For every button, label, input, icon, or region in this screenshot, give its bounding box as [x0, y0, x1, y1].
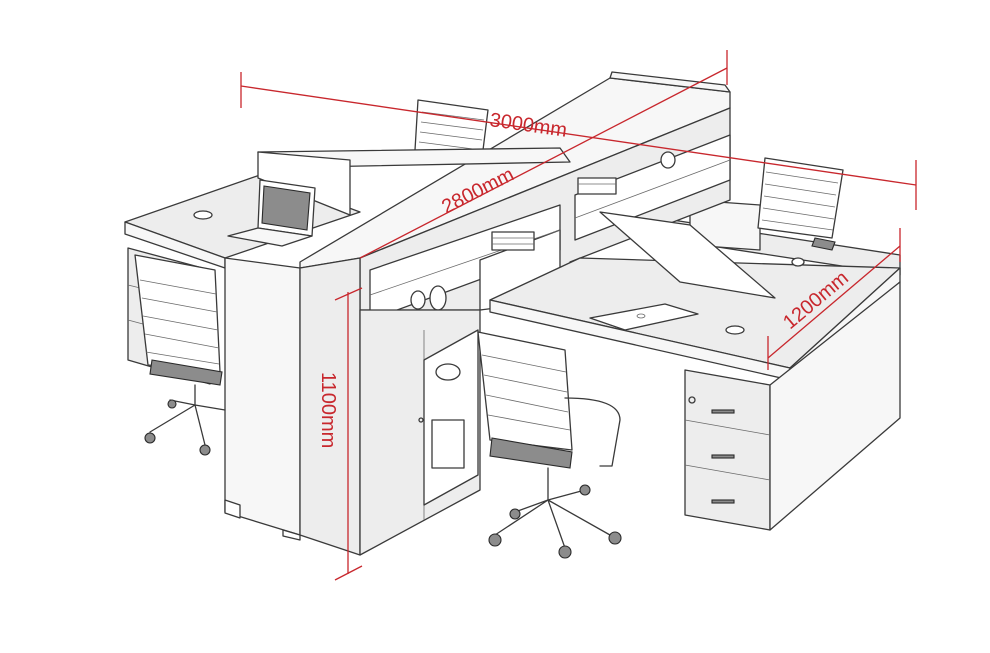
cup-back	[791, 257, 805, 267]
laptop-left	[227, 179, 316, 247]
left-office-chair	[134, 254, 226, 456]
dimension-label-1100: 1100mm	[317, 372, 339, 448]
front-office-chair	[477, 331, 622, 559]
back-chair-right	[757, 157, 844, 251]
cup-right	[725, 325, 745, 335]
cup-left	[193, 210, 213, 220]
end-panel-cabinet	[224, 257, 361, 556]
dimension-1100: 1100mm	[317, 287, 363, 581]
laptop-right	[589, 303, 699, 331]
front-right-desk	[489, 211, 901, 531]
middle-storage-cabinet	[359, 309, 481, 556]
